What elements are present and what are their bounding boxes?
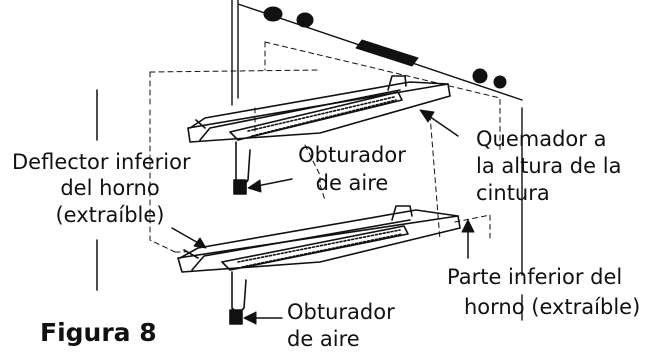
label-quemador-line1: Quemador a <box>476 127 607 151</box>
control-knob-4 <box>493 75 507 89</box>
upper-burner-assembly <box>187 75 451 195</box>
label-deflector-line2: del horno <box>60 176 160 200</box>
air-shutter-bottom <box>229 309 243 325</box>
label-obturador-bottom-line2: de aire <box>287 327 360 351</box>
lower-burner-assembly <box>177 205 461 325</box>
label-deflector-line1: Deflector inferior <box>12 150 191 174</box>
control-knob-2 <box>296 12 314 28</box>
label-quemador-line3: cintura <box>476 181 550 205</box>
control-panel <box>263 6 507 89</box>
label-quemador-line2: la altura de la <box>476 154 622 178</box>
arrowheads <box>193 109 475 325</box>
arrowhead-obturador-bottom <box>243 311 257 325</box>
label-parte-line2: horno (extraíble) <box>464 295 641 319</box>
arrowhead-obturador-top <box>247 179 262 193</box>
arrowhead-parte <box>461 219 475 233</box>
label-obturador-bottom-line1: Obturador <box>287 300 395 324</box>
leader-quemador <box>425 113 459 137</box>
control-knob-1 <box>263 6 283 22</box>
label-obturador-top-line1: Obturador <box>298 143 406 167</box>
display-panel <box>355 39 419 67</box>
figure-caption: Figura 8 <box>40 318 157 347</box>
exploded-view-guides <box>149 41 501 253</box>
label-parte-line1: Parte inferior del <box>447 265 623 289</box>
arrowhead-quemador <box>419 109 435 123</box>
label-obturador-top-line2: de aire <box>315 171 389 195</box>
arrowhead-extraible <box>193 237 207 249</box>
air-shutter-top <box>233 179 247 195</box>
control-knob-3 <box>472 68 488 84</box>
leader-extraible <box>171 227 201 245</box>
label-deflector-line3: (extraíble) <box>55 203 165 227</box>
